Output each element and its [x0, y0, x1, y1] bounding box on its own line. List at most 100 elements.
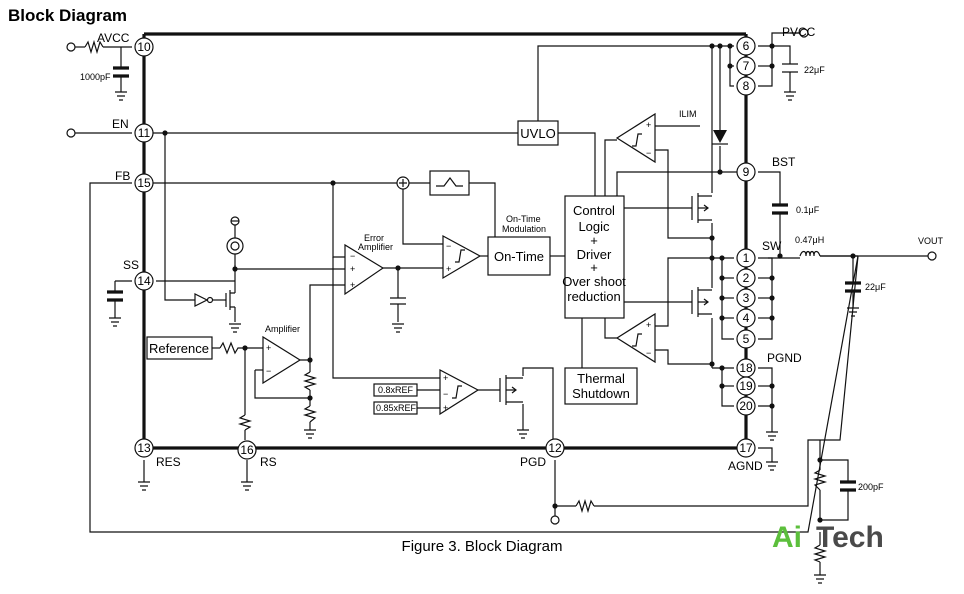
on-time-modulation-line1: On-Time	[506, 214, 541, 224]
control-logic-line7: reduction	[567, 289, 620, 304]
svg-text:12: 12	[548, 441, 562, 455]
label-c-avcc: 1000pF	[80, 72, 111, 82]
pgnd-ground	[766, 431, 778, 441]
label-en: EN	[112, 117, 129, 131]
ref-085-label: 0.85xREF	[376, 403, 417, 413]
control-logic-line3: +	[590, 233, 598, 248]
agnd-ground	[766, 461, 778, 471]
ref-08-label: 0.8xREF	[378, 385, 414, 395]
bootstrap-diode	[712, 130, 728, 145]
control-logic-line4: Driver	[577, 247, 612, 262]
res-ground	[138, 481, 150, 491]
svg-text:+: +	[266, 343, 271, 353]
ref-08-box: 0.8xREF	[373, 383, 418, 397]
svg-text:−: −	[646, 348, 651, 358]
watermark-part1: Ai	[772, 521, 802, 554]
watermark-part2: Tech	[816, 521, 884, 554]
summing-node	[396, 176, 410, 190]
control-logic-line1: Control	[573, 203, 615, 218]
svg-text:+: +	[646, 120, 651, 130]
ref-085-box: 0.85xREF	[373, 401, 418, 415]
label-agnd: AGND	[728, 459, 763, 473]
thermal-line2: Shutdown	[572, 386, 630, 401]
svg-text:17: 17	[739, 441, 753, 455]
pin-18: 18	[736, 358, 756, 378]
svg-text:11: 11	[138, 126, 151, 140]
output-cap	[845, 281, 861, 317]
error-amp-plus1: +	[350, 264, 355, 274]
label-pgd: PGD	[520, 455, 546, 469]
label-c-bst: 0.1μF	[796, 205, 820, 215]
output-inductor	[799, 250, 937, 261]
bst-cap	[772, 203, 788, 215]
uvlo-label: UVLO	[520, 126, 555, 141]
pgd-mosfet	[499, 375, 529, 439]
svg-text:−: −	[646, 148, 651, 158]
pin-14: 14	[134, 271, 154, 291]
svg-text:20: 20	[739, 399, 753, 413]
filter-block	[429, 170, 470, 196]
label-c-out: 22μF	[865, 282, 886, 292]
pin-16: 16	[237, 440, 257, 460]
pin-5: 5	[736, 329, 756, 349]
high-side-mosfet	[691, 193, 712, 223]
component-labels: 1000pF 22μF 0.1μF 0.47μH VOUT 22μF 200pF	[80, 65, 944, 492]
label-fb: FB	[115, 169, 130, 183]
pin-17: 17	[736, 438, 756, 458]
pin-2: 2	[736, 268, 756, 288]
amplifier: + − Amplifier	[262, 324, 302, 385]
svg-text:19: 19	[739, 379, 753, 393]
pin-labels: AVCC EN FB SS RES RS PGD AGND PVCC BST S…	[97, 25, 816, 473]
svg-text:6: 6	[743, 39, 750, 53]
svg-text:+: +	[446, 264, 451, 274]
svg-text:4: 4	[743, 311, 750, 325]
svg-text:13: 13	[137, 441, 151, 455]
label-bst: BST	[772, 155, 796, 169]
pin-9: 9	[736, 162, 756, 182]
svg-text:+: +	[443, 403, 448, 413]
label-ss: SS	[123, 258, 139, 272]
pin-6: 6	[736, 36, 756, 56]
svg-text:16: 16	[240, 443, 254, 457]
label-c-ff: 200pF	[858, 482, 884, 492]
control-logic-line6: Over shoot	[562, 274, 626, 289]
ilim-comparator-high: + − ILIM	[615, 109, 697, 164]
pin-20: 20	[736, 396, 756, 416]
pin-11: 11	[134, 123, 154, 143]
on-time-block: On-Time On-Time Modulation	[487, 214, 551, 276]
pvcc-cap	[782, 63, 798, 101]
pin-4: 4	[736, 308, 756, 328]
error-amp-plus2: +	[350, 280, 355, 290]
ilim-label: ILIM	[679, 109, 697, 119]
control-logic-line5: +	[590, 260, 598, 275]
label-avcc: AVCC	[97, 31, 130, 45]
control-logic-block: Control Logic + Driver + Over shoot redu…	[562, 195, 626, 319]
pin-19: 19	[736, 376, 756, 396]
error-amplifier: − + + Error Amplifier	[344, 233, 393, 296]
pvcc-terminal	[771, 28, 809, 46]
external-wiring	[75, 32, 928, 575]
label-vout: VOUT	[918, 236, 944, 246]
svg-text:7: 7	[743, 59, 750, 73]
pin-15: 15	[134, 173, 154, 193]
aitech-watermark-logo: Ai Tech	[772, 521, 884, 554]
pin-10: 10	[134, 37, 154, 57]
svg-text:+: +	[443, 373, 448, 383]
svg-text:−: −	[443, 389, 448, 399]
thermal-shutdown-block: Thermal Shutdown	[564, 367, 638, 405]
rs-ground	[241, 481, 253, 491]
svg-text:+: +	[646, 320, 651, 330]
pgd-terminal	[550, 498, 595, 525]
ss-current-source	[226, 216, 244, 269]
error-amp-label2: Amplifier	[358, 242, 393, 252]
reference-label: Reference	[149, 341, 209, 356]
reference-block: Reference	[146, 336, 213, 360]
label-c-pvcc: 22μF	[804, 65, 825, 75]
label-res: RES	[156, 455, 181, 469]
svg-text:14: 14	[137, 274, 151, 288]
error-amp-label1: Error	[364, 233, 384, 243]
uvlo-block: UVLO	[517, 120, 559, 146]
svg-text:8: 8	[743, 79, 750, 93]
amplifier-label: Amplifier	[265, 324, 300, 334]
label-l-out: 0.47μH	[795, 235, 824, 245]
